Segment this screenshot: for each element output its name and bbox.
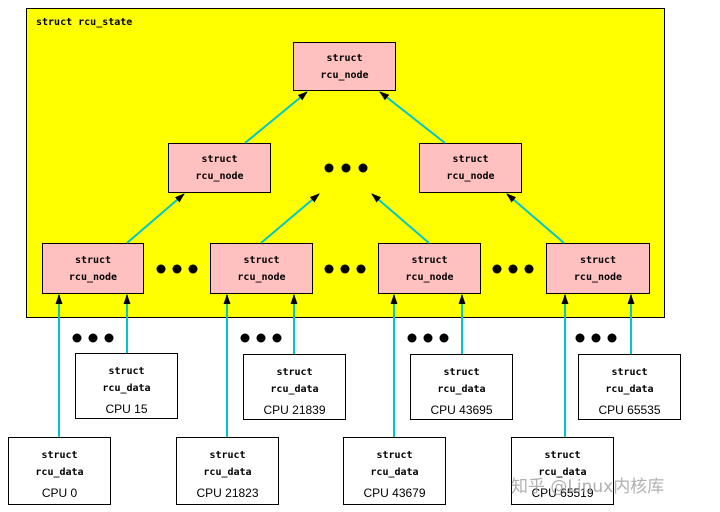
ellipsis-dots-leaf-1 bbox=[156, 264, 198, 274]
rcu-data-line2: rcu_data bbox=[538, 467, 587, 478]
rcu-data-line1: struct bbox=[376, 450, 413, 461]
rcu-data-line2: rcu_data bbox=[437, 384, 486, 395]
ellipsis-dots-leaf-2 bbox=[324, 264, 366, 274]
edge-midleft-to-root bbox=[244, 91, 308, 144]
rcu-state-label: struct rcu_state bbox=[36, 17, 133, 28]
rcu-node-leaf-2: struct rcu_node bbox=[210, 243, 313, 294]
rcu-node-line1: struct bbox=[74, 254, 112, 266]
ellipsis-dots-cpu-4 bbox=[575, 333, 617, 343]
ellipsis-dots-cpu-3 bbox=[407, 333, 449, 343]
watermark: 知乎 @Linux内核库 bbox=[511, 477, 665, 497]
rcu-data-line1: struct bbox=[41, 450, 78, 461]
cpu-label: CPU 21839 bbox=[263, 403, 326, 417]
rcu-data-cpu-65535: struct rcu_data CPU 65535 bbox=[578, 354, 681, 420]
rcu-node-root: struct rcu_node bbox=[293, 42, 396, 91]
ellipsis-dots-cpu-1 bbox=[72, 333, 114, 343]
rcu-node-leaf-4: struct rcu_node bbox=[546, 243, 650, 294]
ellipsis-dots-middle bbox=[324, 163, 368, 173]
cpu-label: CPU 21823 bbox=[196, 486, 259, 500]
rcu-data-line2: rcu_data bbox=[270, 384, 319, 395]
rcu-data-cpu-43695: struct rcu_data CPU 43695 bbox=[410, 354, 513, 420]
rcu-data-cpu-21839: struct rcu_data CPU 21839 bbox=[243, 354, 346, 420]
rcu-data-line2: rcu_data bbox=[203, 467, 252, 478]
rcu-data-cpu-65519: struct rcu_data CPU 65519 bbox=[511, 437, 614, 505]
cpu-label: CPU 65535 bbox=[598, 403, 661, 417]
rcu-data-line2: rcu_data bbox=[605, 384, 654, 395]
cpu-label: CPU 43695 bbox=[430, 403, 493, 417]
rcu-data-line2: rcu_data bbox=[35, 467, 84, 478]
rcu-data-line1: struct bbox=[544, 450, 581, 461]
rcu-data-line2: rcu_data bbox=[102, 383, 151, 394]
rcu-data-line1: struct bbox=[209, 450, 246, 461]
rcu-node-line2: rcu_node bbox=[68, 271, 118, 283]
rcu-data-line1: struct bbox=[108, 366, 145, 377]
rcu-node-line1: struct bbox=[201, 154, 238, 165]
rcu-node-line1: struct bbox=[243, 254, 280, 266]
rcu-node-mid-right: struct rcu_node bbox=[419, 143, 522, 193]
rcu-node-line2: rcu_node bbox=[446, 171, 495, 182]
rcu-node-line1: struct bbox=[326, 52, 363, 64]
edge-midright-to-root bbox=[379, 91, 446, 144]
rcu-node-leaf-3: struct rcu_node bbox=[378, 243, 481, 294]
cpu-label: CPU 43679 bbox=[363, 486, 426, 500]
rcu-data-line1: struct bbox=[443, 367, 480, 378]
rcu-data-cpu-15: struct rcu_data CPU 15 bbox=[75, 353, 178, 419]
rcu-data-cpu-43679: struct rcu_data CPU 43679 bbox=[343, 437, 446, 505]
rcu-node-mid-left: struct rcu_node bbox=[168, 143, 271, 193]
rcu-node-line2: rcu_node bbox=[195, 171, 244, 182]
rcu-data-cpu-21823: struct rcu_data CPU 21823 bbox=[176, 437, 279, 505]
cpu-label: CPU 65519 bbox=[531, 486, 594, 500]
rcu-data-line1: struct bbox=[611, 367, 648, 378]
rcu-data-cpu-0: struct rcu_data CPU 0 bbox=[8, 437, 111, 505]
ellipsis-dots-cpu-2 bbox=[240, 333, 282, 343]
rcu-node-leaf-1: struct rcu_node bbox=[42, 243, 144, 294]
rcu-node-line2: rcu_node bbox=[237, 271, 286, 283]
rcu-node-line1: struct bbox=[579, 254, 617, 266]
edge-leaf3-to-midright bbox=[371, 193, 430, 244]
ellipsis-dots-leaf-3 bbox=[492, 264, 534, 274]
rcu-node-line2: rcu_node bbox=[573, 271, 623, 283]
cpu-label: CPU 15 bbox=[105, 402, 148, 416]
rcu-node-line1: struct bbox=[452, 154, 489, 165]
rcu-data-line1: struct bbox=[276, 367, 313, 378]
edge-leaf4-to-midright bbox=[506, 193, 565, 244]
rcu-node-line2: rcu_node bbox=[320, 69, 369, 81]
edge-leaf1-to-midleft bbox=[126, 193, 185, 244]
edge-leaf2-to-midleft bbox=[260, 193, 320, 244]
rcu-node-line2: rcu_node bbox=[405, 271, 454, 283]
rcu-node-line1: struct bbox=[411, 254, 448, 266]
cpu-label: CPU 0 bbox=[41, 486, 78, 500]
rcu-data-line2: rcu_data bbox=[370, 467, 419, 478]
